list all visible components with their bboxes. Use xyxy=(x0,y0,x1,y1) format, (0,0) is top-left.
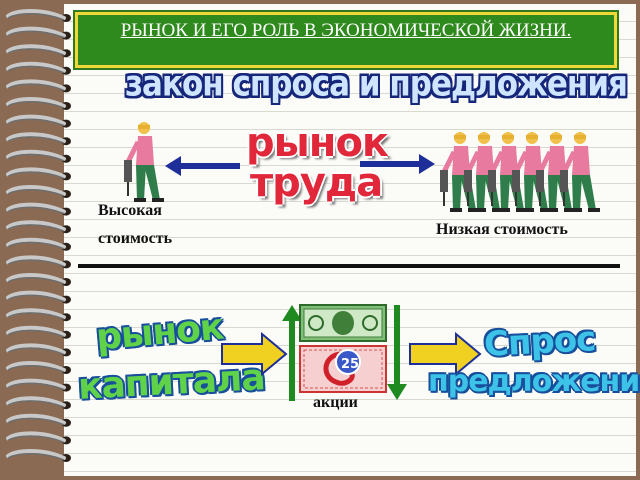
arrow-right-yellow-left xyxy=(221,331,288,377)
worker-icon xyxy=(440,132,480,212)
spiral-ring xyxy=(6,44,71,58)
spiral-ring xyxy=(6,255,71,269)
spiral-ring xyxy=(6,325,71,339)
dollar-bill-icon xyxy=(299,304,387,342)
spiral-ring xyxy=(6,361,71,374)
single-worker xyxy=(124,122,164,202)
arrow-left-blue xyxy=(165,156,240,176)
spiral-ring xyxy=(6,149,71,163)
group-of-workers xyxy=(440,132,600,212)
arrow-right-yellow-right xyxy=(409,331,482,377)
stock-certificate-icon: 25 xyxy=(299,345,387,393)
spiral-ring xyxy=(6,97,71,110)
spiral-ring xyxy=(6,431,71,445)
spiral-ring xyxy=(6,237,71,251)
arrow-down-green xyxy=(387,305,407,400)
low-cost-label: Низкая стоимость xyxy=(436,221,568,238)
spiral-ring xyxy=(6,290,71,304)
spiral-ring xyxy=(6,61,71,75)
worker-icon xyxy=(464,132,504,212)
slide-subtitle: закон спроса и предложения xyxy=(125,63,628,105)
demand-label: Спрос xyxy=(483,319,597,365)
labor-market-line2: труда xyxy=(250,160,383,206)
spiral-ring xyxy=(6,114,71,128)
spiral-binding xyxy=(6,9,71,462)
spiral-ring xyxy=(6,396,71,410)
worker-icon xyxy=(124,122,164,202)
spiral-ring xyxy=(6,167,71,181)
arrow-up-green xyxy=(282,305,302,401)
spiral-ring xyxy=(6,449,71,462)
spiral-ring xyxy=(6,343,71,357)
spiral-ring xyxy=(6,9,71,22)
spiral-ring xyxy=(6,132,71,146)
slide-title: РЫНОК И ЕГО РОЛЬ В ЭКОНОМИЧЕСКОЙ ЖИЗНИ. xyxy=(73,10,619,70)
high-cost-line2: стоимость xyxy=(98,230,173,247)
spiral-ring xyxy=(6,202,71,216)
spiral-ring xyxy=(6,413,71,427)
spiral-ring xyxy=(6,26,71,40)
spiral-ring xyxy=(6,79,71,93)
arrow-right-blue xyxy=(360,154,435,174)
section-divider xyxy=(78,264,620,268)
spiral-ring xyxy=(6,308,71,322)
spiral-ring xyxy=(6,378,71,392)
worker-icon xyxy=(560,132,600,212)
svg-text:25: 25 xyxy=(341,357,359,372)
shares-label: акции xyxy=(313,394,358,411)
labor-market-line1: рынок xyxy=(246,120,389,166)
supply-label: предложение xyxy=(428,364,640,399)
spiral-ring xyxy=(6,220,71,234)
spiral-ring xyxy=(6,185,71,198)
notebook-page xyxy=(64,4,636,476)
spiral-ring xyxy=(6,273,71,286)
high-cost-line1: Высокая xyxy=(98,202,162,219)
